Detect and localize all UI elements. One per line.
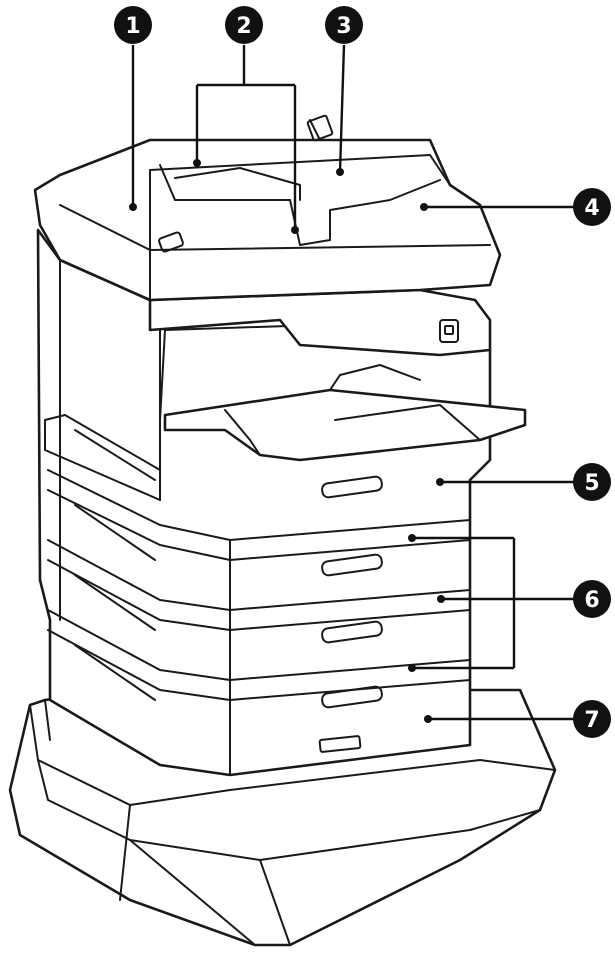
- leader-lines: [131, 44, 588, 721]
- callout-3-number: 3: [336, 14, 351, 39]
- control-panel: [148, 288, 492, 357]
- callout-1: 1: [114, 6, 152, 44]
- callout-7: 7: [573, 700, 611, 738]
- callout-2: 2: [225, 6, 263, 44]
- callout-7-number: 7: [584, 708, 599, 733]
- callout-5: 5: [573, 463, 611, 501]
- leader-dots: [129, 159, 445, 723]
- callout-1-number: 1: [125, 14, 140, 39]
- adf-unit: [33, 114, 502, 302]
- callout-4: 4: [573, 188, 611, 226]
- callout-6: 6: [573, 580, 611, 618]
- callout-4-number: 4: [584, 196, 599, 221]
- cassette-handles: [318, 475, 383, 753]
- callout-5-number: 5: [584, 471, 599, 496]
- callout-2-number: 2: [236, 14, 251, 39]
- callout-3: 3: [325, 6, 363, 44]
- callout-6-number: 6: [584, 588, 599, 613]
